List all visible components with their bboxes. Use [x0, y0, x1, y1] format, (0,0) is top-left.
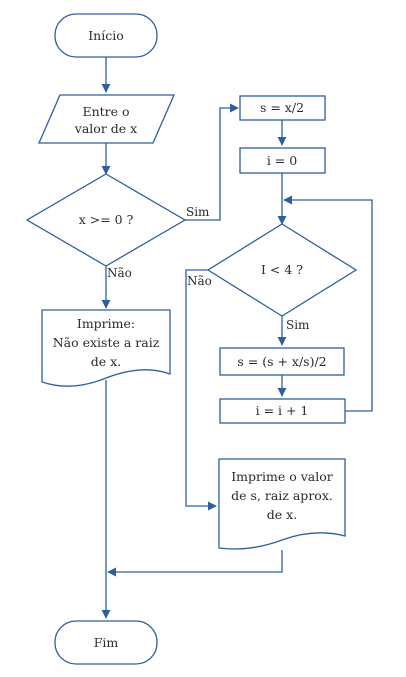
node-update-s: s = (s + x/s)/2 — [219, 347, 345, 376]
node-print-no-root-line-1: Imprime: — [77, 316, 135, 331]
node-print-result-line-1: Imprime o valor — [231, 469, 333, 484]
node-assign-i: i = 0 — [239, 147, 326, 174]
node-update-s-label: s = (s + x/s)/2 — [237, 354, 326, 369]
node-print-no-root-line-3: de x. — [91, 354, 121, 369]
node-input-line-1: Entre o — [82, 104, 129, 119]
node-increment-i-label: i = i + 1 — [256, 403, 309, 418]
node-decision-x: x >= 0 ? — [25, 173, 187, 267]
edge-decision-x-yes — [185, 103, 239, 221]
edge-decision-i-no — [185, 269, 217, 511]
edge-label-x-no: Não — [107, 266, 132, 280]
node-assign-i-label: i = 0 — [267, 153, 297, 168]
node-print-result-line-2: de s, raiz aprox. — [231, 488, 333, 503]
node-start: Início — [54, 13, 158, 58]
node-assign-s-label: s = x/2 — [260, 100, 304, 115]
connectors — [101, 57, 373, 619]
node-decision-x-label: x >= 0 ? — [79, 212, 134, 227]
node-input-line-2: valor de x — [74, 121, 137, 136]
node-print-result: Imprime o valor de s, raiz aprox. de x. — [218, 458, 346, 550]
node-assign-s: s = x/2 — [239, 95, 326, 121]
node-input: Entre o valor de x — [38, 94, 175, 144]
edge-print-result-to-merge — [107, 550, 283, 577]
node-decision-i-label: I < 4 ? — [261, 262, 303, 277]
node-end-label: Fim — [94, 635, 119, 650]
node-print-no-root: Imprime: Não existe a raiz de x. — [41, 309, 171, 387]
edge-label-i-no: Não — [187, 274, 212, 288]
node-decision-i: I < 4 ? — [206, 223, 358, 317]
node-end: Fim — [54, 620, 158, 665]
edge-label-i-yes: Sim — [286, 318, 310, 332]
node-print-no-root-line-2: Não existe a raiz — [53, 335, 160, 350]
edge-label-x-yes: Sim — [186, 205, 210, 219]
node-increment-i: i = i + 1 — [219, 398, 346, 424]
node-print-result-line-3: de x. — [267, 507, 297, 522]
node-start-label: Início — [88, 28, 124, 43]
edge-loop-back — [283, 195, 373, 412]
